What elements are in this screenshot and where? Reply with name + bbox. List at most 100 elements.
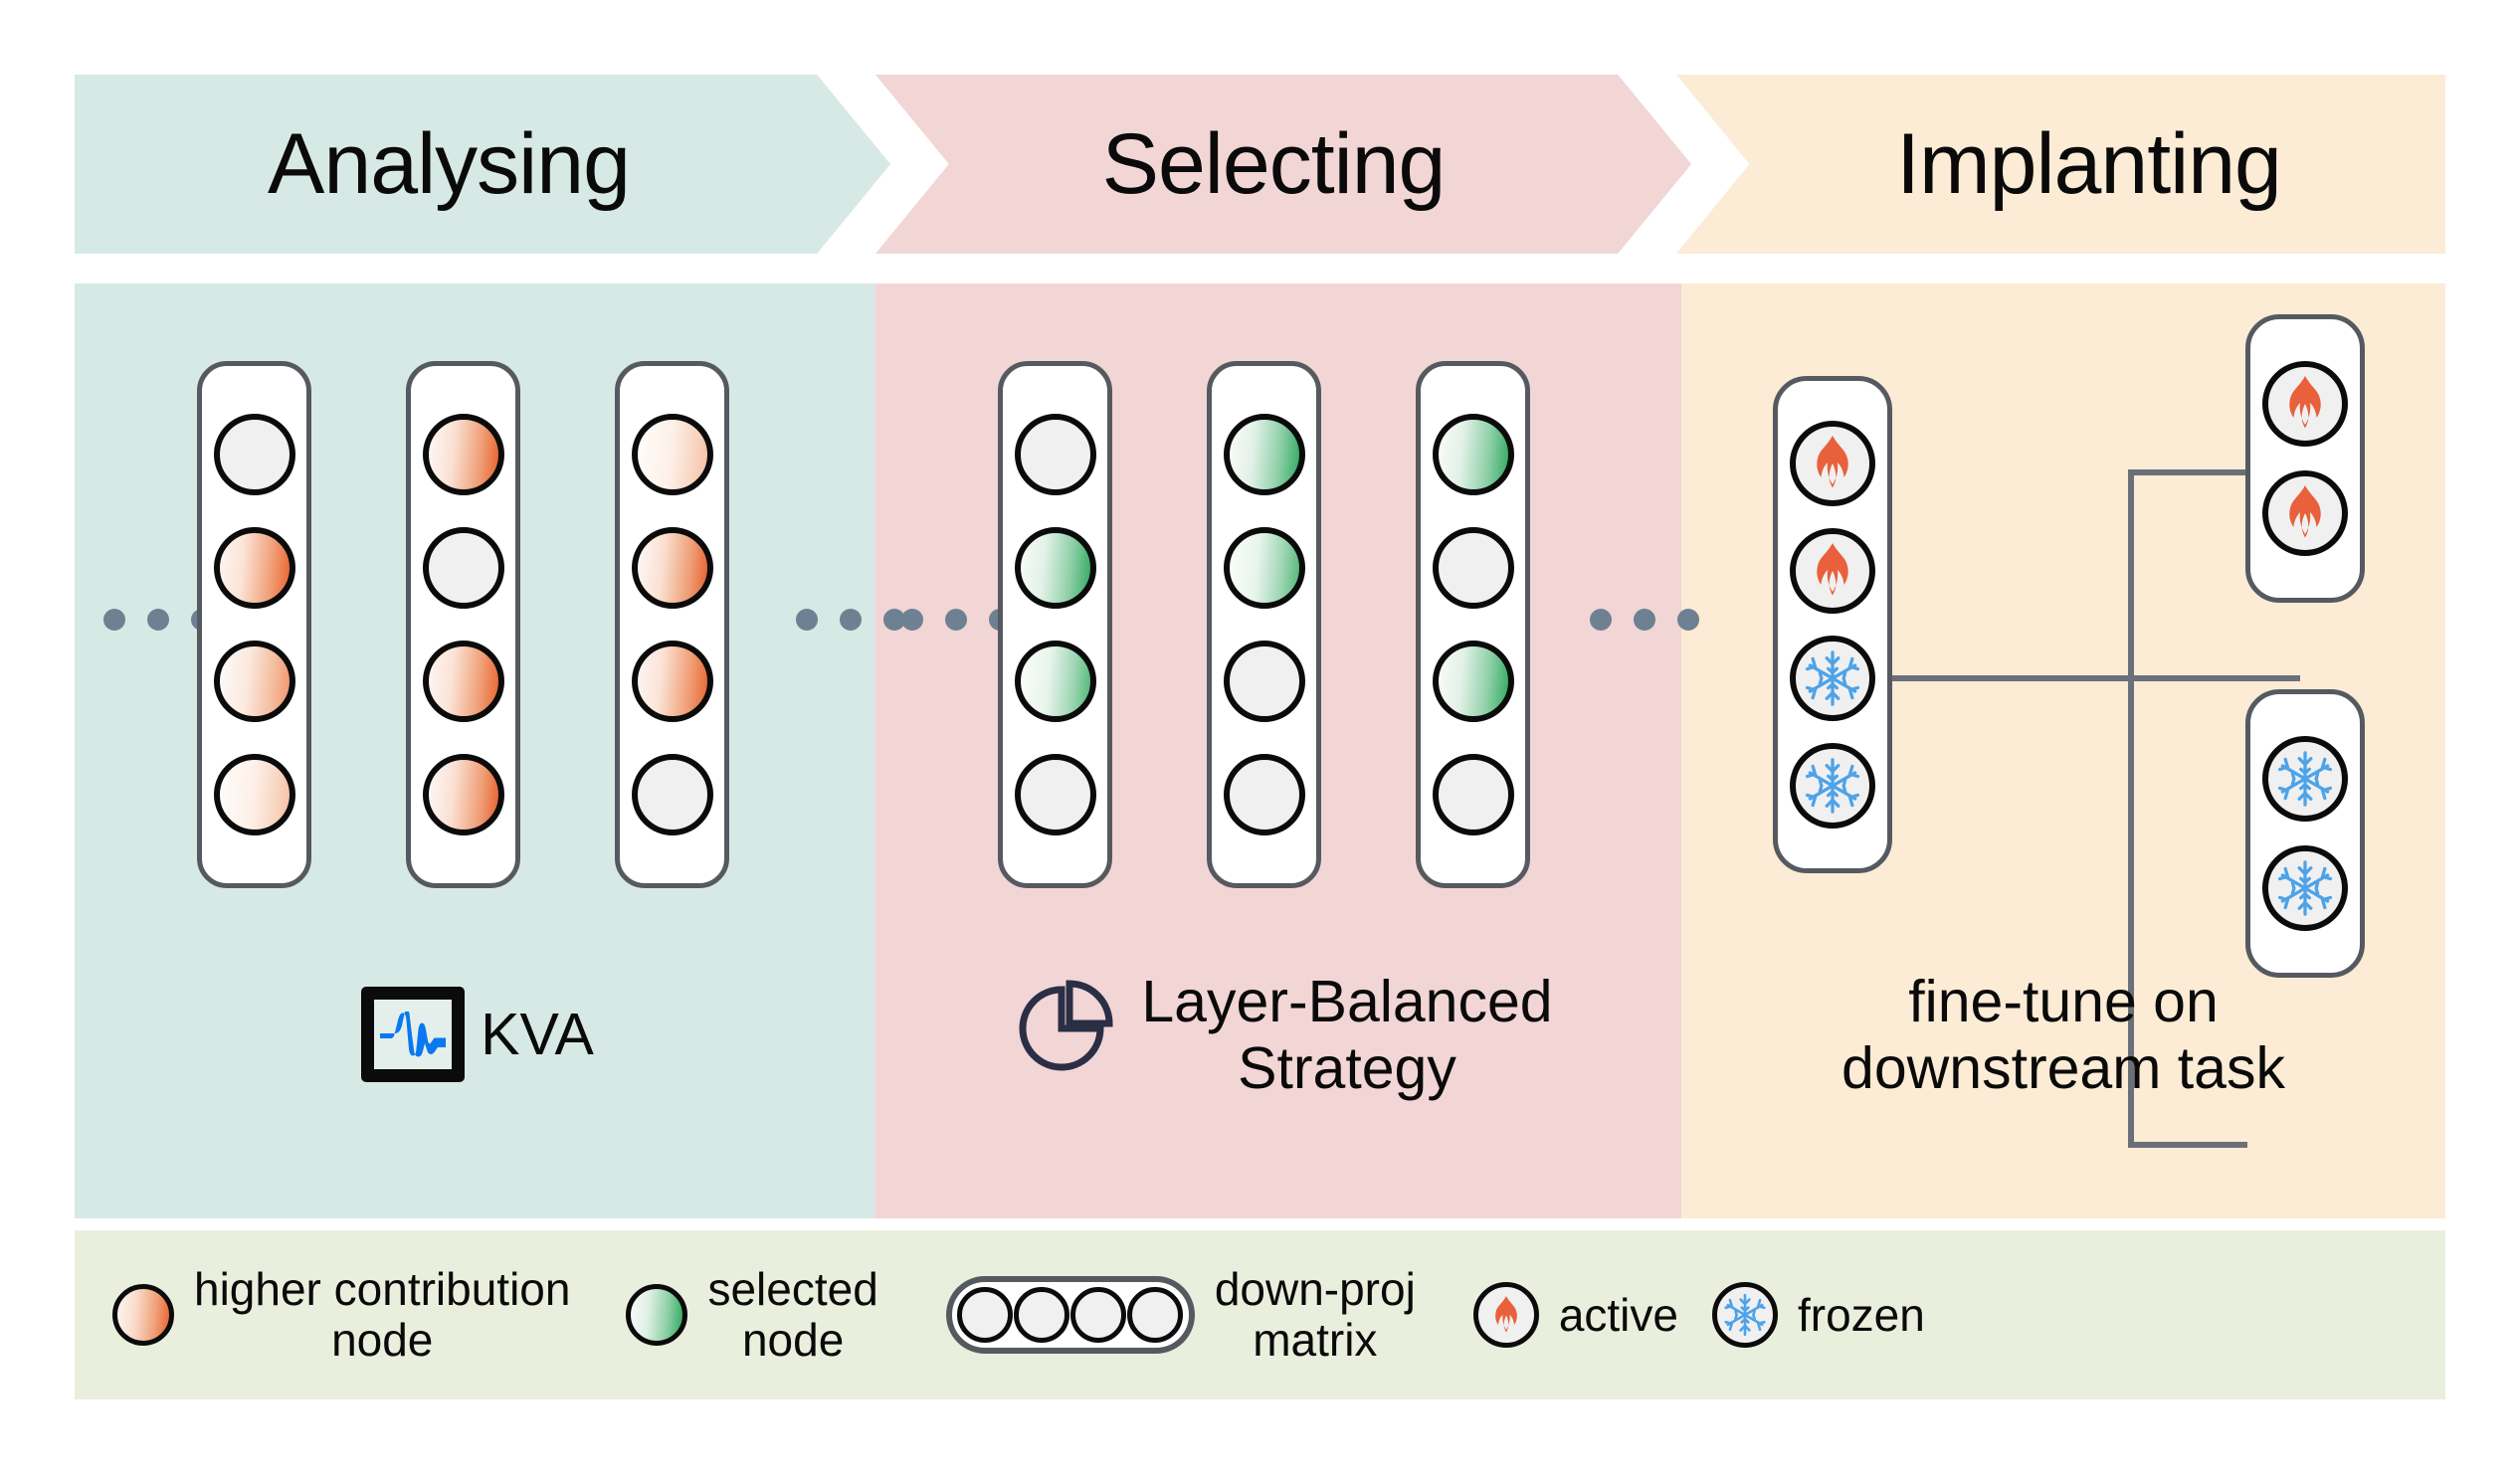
node-s3-3[interactable] [1432, 641, 1514, 722]
node-s1-4[interactable] [1014, 754, 1096, 835]
ellipsis-selecting-right [1590, 609, 1699, 631]
node-s3-1[interactable] [1432, 414, 1514, 495]
dot [1590, 609, 1612, 631]
node-s1-3[interactable] [1014, 641, 1096, 722]
node-s2-3[interactable] [1223, 641, 1305, 722]
legend-label-higher-contribution: higher contribution node [194, 1263, 571, 1366]
implant-target-block-active[interactable] [2245, 314, 2365, 603]
ellipsis-selecting-left [901, 609, 1011, 631]
monitor-pulse-icon [361, 987, 466, 1082]
down-proj-matrix-s1[interactable] [998, 361, 1112, 888]
matrix-cell [1127, 1287, 1184, 1343]
node-active-4[interactable] [2262, 470, 2348, 556]
legend-frozen: frozen [1711, 1282, 1925, 1348]
pie-chart-icon [1014, 978, 1115, 1092]
pie-chart-glyph [1019, 980, 1113, 1071]
legend-label-selected-node: selected node [707, 1263, 878, 1366]
node-a3-2[interactable] [631, 527, 713, 609]
connector-vertical [2128, 469, 2134, 1148]
dot [1677, 609, 1699, 631]
node-frozen-4[interactable] [2262, 845, 2348, 931]
dot [796, 609, 818, 631]
node-s2-2[interactable] [1223, 527, 1305, 609]
matrix-cell [1014, 1287, 1070, 1343]
legend-label-active: active [1558, 1288, 1678, 1341]
legend-label-frozen: frozen [1797, 1288, 1925, 1341]
flame-icon [2289, 376, 2321, 429]
dot [147, 609, 169, 631]
down-proj-matrix-s2[interactable] [1207, 361, 1321, 888]
legend-active: active [1472, 1282, 1678, 1348]
node-a3-1[interactable] [631, 414, 713, 495]
stage-title-analysing: Analysing [268, 116, 631, 212]
down-proj-matrix-s3[interactable] [1416, 361, 1530, 888]
node-a2-2[interactable] [422, 527, 504, 609]
node-frozen-3[interactable] [2262, 736, 2348, 822]
connector-top-branch [2128, 469, 2247, 475]
legend-label-down-proj-matrix: down-proj matrix [1214, 1263, 1416, 1366]
stage-header-implanting: Implanting [1676, 75, 2445, 254]
dot [1634, 609, 1655, 631]
matrix-cell [957, 1287, 1014, 1343]
node-s1-2[interactable] [1014, 527, 1096, 609]
node-s3-4[interactable] [1432, 754, 1514, 835]
chevron-shape-selecting [875, 75, 1691, 254]
node-a1-2[interactable] [213, 527, 295, 609]
node-s1-1[interactable] [1014, 414, 1096, 495]
pulse-wave-icon [380, 1012, 447, 1057]
dot [883, 609, 905, 631]
flame-icon [1817, 543, 1848, 596]
orange-gradient-circle-icon [112, 1284, 174, 1346]
legend-bar: higher contribution node selected node d… [75, 1230, 2445, 1399]
caption-implanting-label: fine-tune on downstream task [1842, 969, 2285, 1101]
stage-title-selecting: Selecting [1101, 116, 1447, 212]
snowflake-icon [1724, 1293, 1766, 1337]
stage-header-selecting: Selecting [875, 75, 1691, 254]
node-a3-3[interactable] [631, 641, 713, 722]
stage-header-analysing: Analysing [75, 75, 890, 254]
node-active-1[interactable] [1790, 421, 1875, 506]
node-active-2[interactable] [1790, 528, 1875, 614]
down-proj-matrix-a1[interactable] [197, 361, 311, 888]
caption-analysing: KVA [139, 960, 816, 1109]
flame-badge-icon [1472, 1282, 1539, 1348]
down-proj-matrix-a3[interactable] [615, 361, 729, 888]
snowflake-icon [1805, 650, 1860, 706]
node-a3-4[interactable] [631, 754, 713, 835]
dot [901, 609, 923, 631]
legend-down-proj-matrix: down-proj matrix [945, 1263, 1416, 1366]
node-a1-1[interactable] [213, 414, 295, 495]
dot [840, 609, 862, 631]
stage-title-implanting: Implanting [1896, 116, 2282, 212]
green-gradient-circle-icon [626, 1284, 688, 1346]
down-proj-matrix-a2[interactable] [406, 361, 520, 888]
implant-target-block-frozen[interactable] [2245, 689, 2365, 978]
snowflake-icon [2277, 860, 2333, 916]
snowflake-icon [1805, 758, 1860, 814]
matrix-cell [1070, 1287, 1127, 1343]
chevron-shape-implanting [1676, 75, 2445, 254]
legend-selected-node: selected node [626, 1263, 878, 1366]
node-frozen-1[interactable] [1790, 636, 1875, 721]
caption-analysing-label: KVA [481, 1001, 594, 1067]
node-a1-4[interactable] [213, 754, 295, 835]
snowflake-icon [2277, 751, 2333, 807]
chevron-shape-analysing [75, 75, 890, 254]
node-a2-1[interactable] [422, 414, 504, 495]
flame-icon [1817, 436, 1848, 488]
node-s2-4[interactable] [1223, 754, 1305, 835]
flame-icon [1494, 1295, 1517, 1332]
caption-selecting-label: Layer-Balanced Strategy [1141, 969, 1553, 1101]
implant-source-block[interactable] [1773, 376, 1892, 873]
node-a2-3[interactable] [422, 641, 504, 722]
node-a2-4[interactable] [422, 754, 504, 835]
node-s2-1[interactable] [1223, 414, 1305, 495]
down-proj-matrix-icon [945, 1276, 1195, 1354]
node-a1-3[interactable] [213, 641, 295, 722]
caption-implanting: fine-tune on downstream task [1691, 943, 2435, 1127]
dot [945, 609, 967, 631]
node-frozen-2[interactable] [1790, 743, 1875, 829]
node-s3-2[interactable] [1432, 527, 1514, 609]
node-active-3[interactable] [2262, 361, 2348, 447]
